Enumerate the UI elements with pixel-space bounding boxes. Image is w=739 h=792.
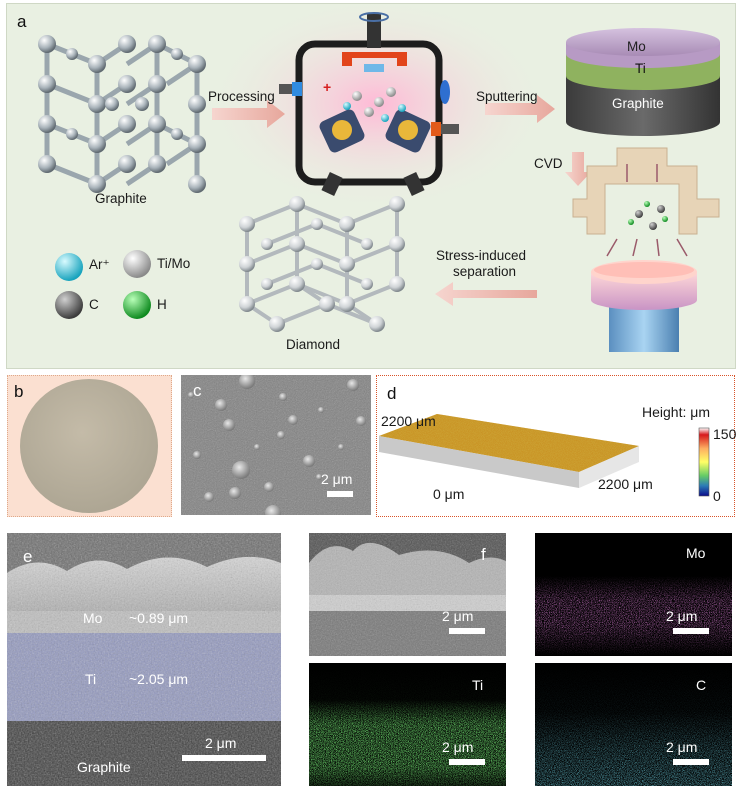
chamber-glow (202, 4, 552, 214)
layered-disk-icon (566, 28, 720, 136)
panel-e-sem-cross-section: e Mo ~0.89 μm Ti ~2.05 μm Graphite 2 μm (7, 533, 281, 786)
panel-d-3d-profile: d 2200 μm 0 μm 2200 μm Height: μm 150 0 (376, 375, 737, 517)
processing-arrow (212, 100, 285, 128)
eds-ti-scalebar (449, 759, 485, 765)
sputtering-arrow (485, 95, 555, 123)
panel-e-ti-label: Ti (85, 671, 97, 687)
panel-e-scalebar (182, 755, 266, 761)
panel-e-graphite-label: Graphite (77, 759, 131, 775)
eds-mo-scale-text: 2 μm (666, 608, 698, 624)
diamond-atoms (239, 196, 405, 332)
panel-f-sem-image (309, 533, 506, 656)
eds-c-image (535, 663, 732, 786)
panel-d-axis-top: 2200 μm (381, 413, 436, 429)
cross-section-image (7, 533, 281, 786)
eds-c-scale-text: 2 μm (666, 739, 698, 755)
eds-ti-element: Ti (472, 677, 484, 693)
eds-ti-scale-text: 2 μm (442, 739, 474, 755)
panel-f-label: f (481, 545, 486, 564)
eds-c-scalebar (673, 759, 709, 765)
panel-c-scale-text: 2 μm (321, 471, 353, 487)
panel-b-label: b (14, 382, 24, 401)
diamond-caption: Diamond (286, 337, 341, 352)
panel-f-sem-scalebar (449, 628, 485, 634)
sputtering-chamber-icon: + (279, 12, 459, 197)
processing-caption: Processing (208, 89, 275, 104)
panel-e-label: e (23, 547, 33, 566)
sputtering-caption: Sputtering (476, 89, 538, 104)
panel-c-scalebar (327, 491, 353, 497)
legend-c-label: C (89, 297, 99, 312)
legend-h-sphere (123, 291, 151, 319)
panel-e-mo-thickness: ~0.89 μm (129, 610, 189, 626)
colorbar-max: 150 (713, 426, 737, 442)
legend-ar-sphere (55, 253, 83, 281)
panel-e-mo-label: Mo (83, 610, 103, 626)
panel-a-schematic: + (6, 3, 736, 369)
stack-ti-label: Ti (635, 61, 646, 76)
panel-b-wafer-photo: b (7, 375, 172, 517)
panel-a-label: a (17, 12, 27, 31)
panel-f-sem: f 2 μm (309, 533, 506, 656)
substrate-holder-icon (591, 260, 697, 352)
wafer-disk (20, 379, 158, 513)
cvd-reactor-icon (572, 147, 720, 257)
stack-mo-label: Mo (627, 39, 646, 54)
eds-ti-image (309, 663, 506, 786)
legend-timo-label: Ti/Mo (157, 256, 191, 271)
height-map-3d (379, 414, 710, 497)
eds-map-ti: Ti 2 μm (309, 663, 506, 786)
panel-d-axis-right: 2200 μm (598, 476, 653, 492)
cvd-arrow (565, 152, 591, 186)
eds-map-c: C 2 μm (535, 663, 732, 786)
panel-e-ti-thickness: ~2.05 μm (129, 671, 189, 687)
graphite-atoms (38, 35, 206, 193)
panel-f-sem-scale-text: 2 μm (442, 608, 474, 624)
cvd-caption: CVD (534, 156, 563, 171)
legend-ar-label: Ar⁺ (89, 257, 110, 272)
panel-e-scale-text: 2 μm (205, 735, 237, 751)
eds-map-mo: Mo 2 μm (535, 533, 732, 656)
svg-text:+: + (323, 79, 331, 95)
panel-d-label: d (387, 384, 397, 403)
graphite-caption: Graphite (95, 191, 147, 206)
stress-caption-line2: separation (453, 264, 517, 279)
legend-c-sphere (55, 291, 83, 319)
stack-graphite-label: Graphite (612, 96, 664, 111)
panel-a-graphics: + (38, 4, 720, 352)
eds-mo-element: Mo (686, 545, 706, 561)
separation-arrow (435, 282, 537, 306)
eds-mo-image (535, 533, 732, 656)
stress-caption-line1: Stress-induced (436, 248, 527, 263)
legend-timo-sphere (123, 250, 151, 278)
colorbar-title: Height: μm (642, 404, 710, 420)
eds-mo-scalebar (673, 628, 709, 634)
panel-d-axis-origin: 0 μm (433, 486, 465, 502)
colorbar-min: 0 (713, 488, 721, 504)
legend-h-label: H (157, 297, 167, 312)
panel-c-sem-surface: c 2 μm (181, 375, 371, 515)
panel-c-label: c (193, 381, 202, 400)
eds-c-element: C (696, 677, 707, 693)
